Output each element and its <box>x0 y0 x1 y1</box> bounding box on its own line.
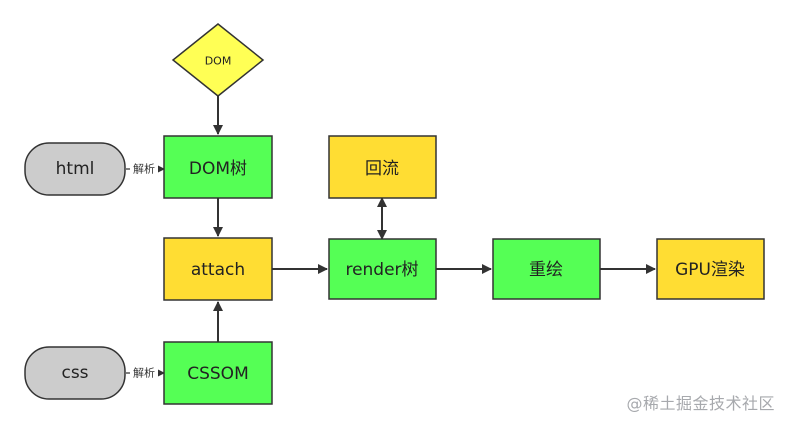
edge-label-parse-css: 解析 <box>133 366 155 380</box>
node-repaint: 重绘 <box>492 238 601 300</box>
node-cssom-label: CSSOM <box>187 364 249 384</box>
node-cssom: CSSOM <box>163 341 273 405</box>
node-render-tree: render树 <box>328 238 437 300</box>
node-dom-tree: DOM树 <box>163 135 273 199</box>
node-dom-input: DOM <box>171 23 265 97</box>
node-dom-tree-label: DOM树 <box>189 159 247 179</box>
node-css-label: css <box>61 363 88 383</box>
node-gpu-label: GPU渲染 <box>675 260 745 280</box>
node-dom-input-label: DOM <box>205 55 232 68</box>
node-reflow: 回流 <box>328 135 437 199</box>
node-css: css <box>24 346 126 400</box>
node-render-tree-label: render树 <box>345 260 418 280</box>
node-gpu: GPU渲染 <box>656 238 765 300</box>
node-repaint-label: 重绘 <box>529 260 563 280</box>
node-html: html <box>24 142 126 196</box>
edge-label-parse-html: 解析 <box>133 162 155 176</box>
node-html-label: html <box>56 159 95 179</box>
watermark: @稀土掘金技术社区 <box>626 394 775 413</box>
node-attach: attach <box>163 237 273 301</box>
node-reflow-label: 回流 <box>365 159 399 179</box>
node-attach-label: attach <box>191 260 245 280</box>
